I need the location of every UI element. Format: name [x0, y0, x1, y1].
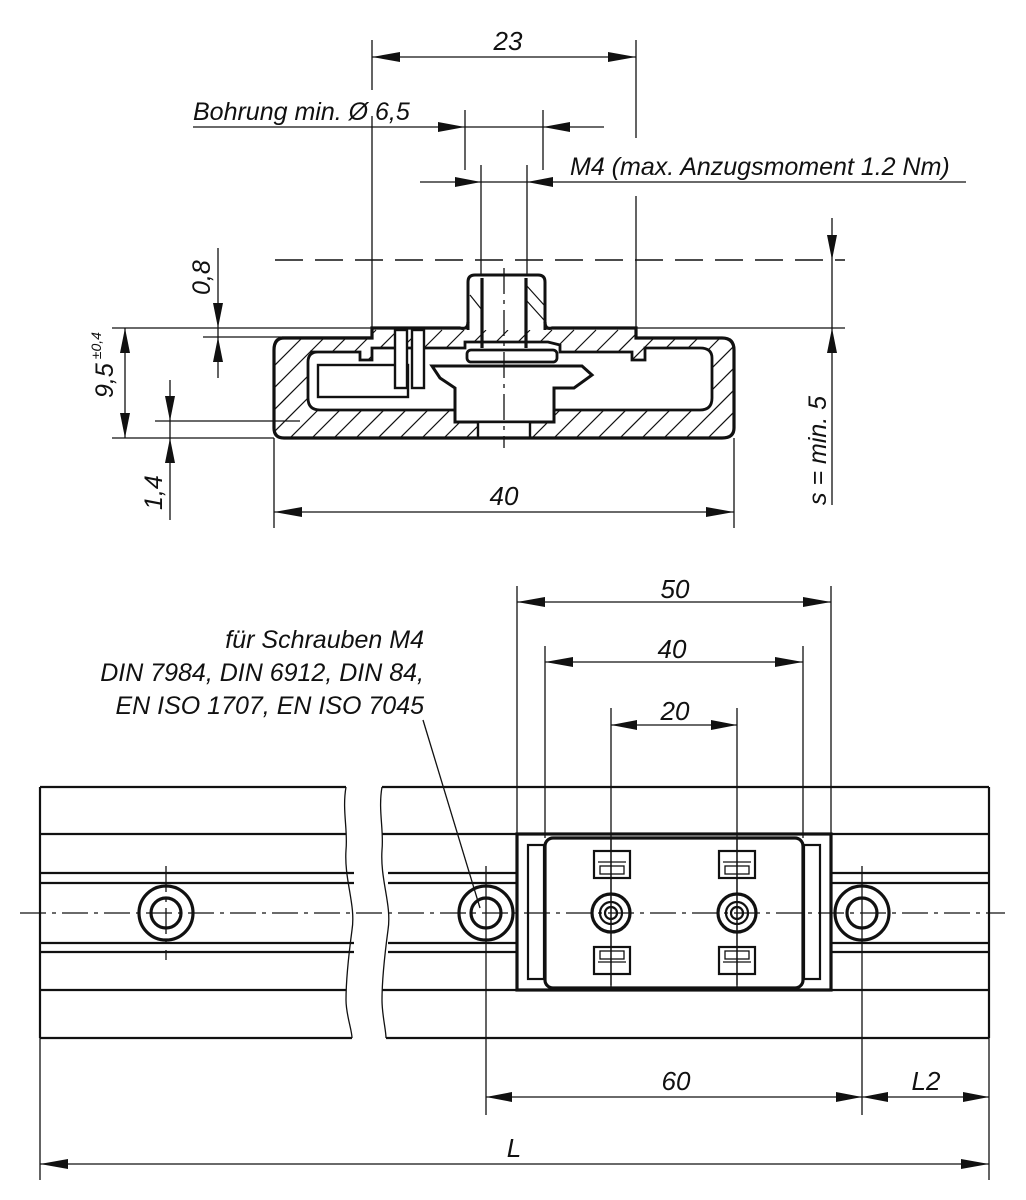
dimension-60: 60	[486, 1066, 862, 1102]
hatch-line	[274, 329, 333, 438]
break-line-right	[379, 786, 390, 1039]
dimension-40-plan: 40	[544, 634, 804, 838]
carriage	[515, 832, 833, 992]
dim-20-label: 20	[660, 696, 690, 726]
hatch-line	[274, 329, 311, 438]
hatch-line	[705, 329, 734, 438]
dim-40-plan-label: 40	[658, 634, 687, 664]
section-view: 23 Bohrung min. Ø 6,5 M4 (max. Anzugsmom…	[88, 26, 966, 528]
dimension-23: 23	[371, 26, 637, 328]
clip-top-left	[592, 849, 632, 880]
dimension-s: s = min. 5	[636, 218, 845, 505]
dim-9-5-tolerance: ±0,4	[88, 332, 104, 359]
dimension-L2: L2	[862, 1038, 990, 1180]
dim-23-label: 23	[493, 26, 523, 56]
dimension-20: 20	[610, 696, 738, 985]
clip-bottom-left	[592, 945, 632, 976]
dim-9-5-label: 9,5±0,4	[88, 332, 119, 398]
dimension-40-section: 40	[273, 438, 735, 528]
screw-note-line2: DIN 7984, DIN 6912, DIN 84,	[100, 659, 424, 687]
screw-note: für Schrauben M4 DIN 7984, DIN 6912, DIN…	[100, 626, 481, 909]
dim-0-8-label: 0,8	[188, 260, 216, 295]
dim-s-label: s = min. 5	[804, 396, 832, 505]
leader-line	[422, 719, 481, 909]
dim-L2-label: L2	[912, 1066, 941, 1096]
thread-dimension: M4 (max. Anzugsmoment 1.2 Nm)	[420, 153, 966, 280]
part-section	[272, 268, 736, 448]
dimension-L: L	[39, 1038, 989, 1180]
bore-dimension: Bohrung min. Ø 6,5	[193, 98, 604, 170]
hatch-line	[661, 329, 734, 438]
hatch-line	[683, 329, 734, 438]
dim-40-section-label: 40	[490, 481, 519, 511]
dimension-1-4: 1,4	[140, 380, 300, 520]
screw-note-line3: EN ISO 1707, EN ISO 7045	[116, 692, 425, 720]
thread-label: M4 (max. Anzugsmoment 1.2 Nm)	[570, 153, 950, 181]
clip-bottom-right	[717, 945, 757, 976]
dim-L-label: L	[507, 1133, 521, 1163]
dim-50-label: 50	[661, 574, 690, 604]
dim-1-4-label: 1,4	[140, 475, 168, 510]
bore-label: Bohrung min. Ø 6,5	[193, 98, 410, 126]
break-line-left	[343, 786, 354, 1039]
dimension-50: 50	[516, 574, 832, 838]
hatch-line	[274, 329, 355, 438]
clip-top-right	[717, 849, 757, 880]
screw-note-line1: für Schrauben M4	[225, 626, 424, 654]
dim-60-label: 60	[662, 1066, 691, 1096]
rail-right-segment	[379, 785, 991, 1115]
plan-view: 50 40 20 für Schrauben M4 DIN 7984, DIN …	[20, 574, 1005, 1180]
